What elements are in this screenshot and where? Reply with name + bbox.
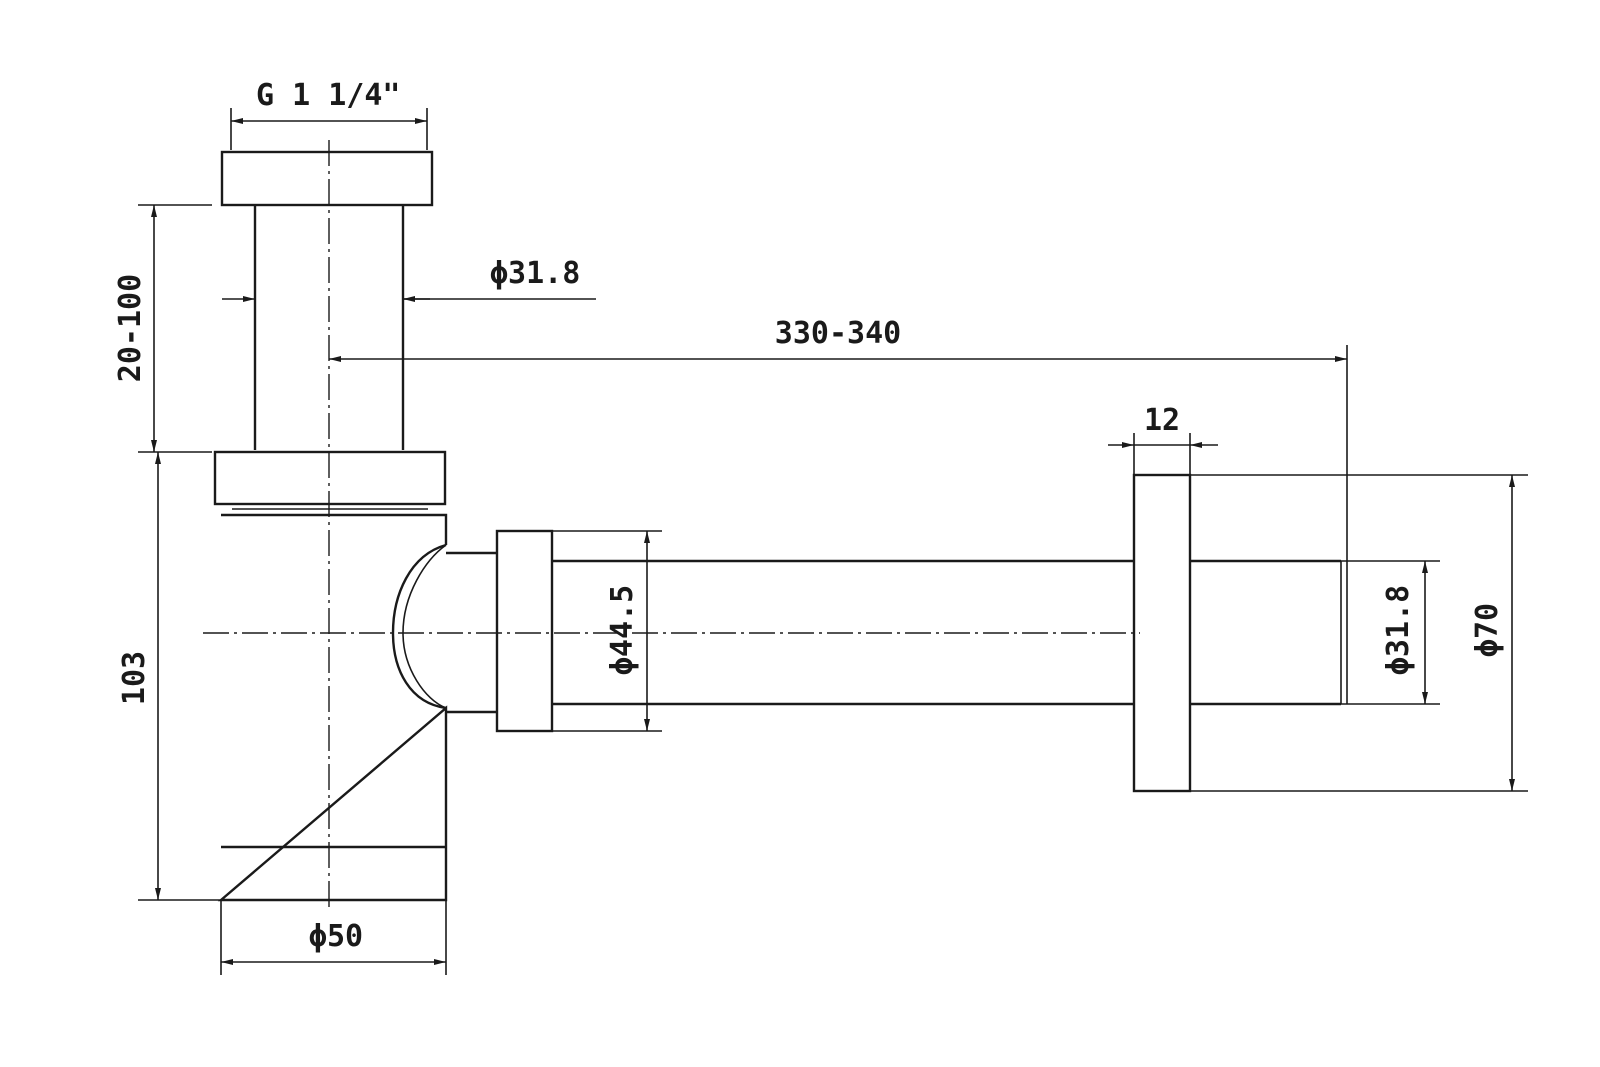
label-wall-distance: 330-340 [775, 316, 901, 351]
collar-nut [213, 450, 447, 506]
outlet-nut [495, 529, 554, 733]
dim-inlet-tube-diameter: ϕ31.8 [222, 256, 596, 302]
wall-flange [1132, 473, 1192, 793]
dim-outlet-nut-diameter: ϕ44.5 [552, 530, 662, 732]
dim-flange-thickness: 12 [1108, 403, 1218, 475]
trap-body-group [213, 150, 1342, 902]
dim-flange-diameter: ϕ70 [1190, 474, 1528, 792]
dim-thread-size: G 1 1/4" [230, 78, 428, 150]
label-thread-size: G 1 1/4" [256, 78, 401, 113]
label-body-diameter: ϕ50 [309, 919, 363, 954]
dim-wall-distance: 330-340 [329, 316, 1348, 704]
label-height-adjustment: 20-100 [113, 274, 148, 382]
center-lines [203, 140, 1140, 912]
label-flange-diameter: ϕ70 [1470, 603, 1505, 657]
label-flange-thickness: 12 [1144, 403, 1180, 438]
dim-body-height: 103 [117, 452, 221, 901]
dim-height-adjustment: 20-100 [113, 204, 212, 453]
label-outlet-tube-diameter: ϕ31.8 [1381, 585, 1416, 675]
dim-body-diameter: ϕ50 [220, 900, 447, 975]
label-inlet-tube-diameter: ϕ31.8 [490, 256, 580, 291]
elbow-outer [391, 543, 447, 710]
top-cap [220, 150, 434, 207]
label-outlet-nut-diameter: ϕ44.5 [605, 585, 640, 675]
bottle-body [217, 513, 448, 902]
elbow-inner [402, 544, 447, 709]
label-body-height: 103 [117, 651, 152, 705]
dim-outlet-tube-diameter: ϕ31.8 [1341, 560, 1440, 705]
